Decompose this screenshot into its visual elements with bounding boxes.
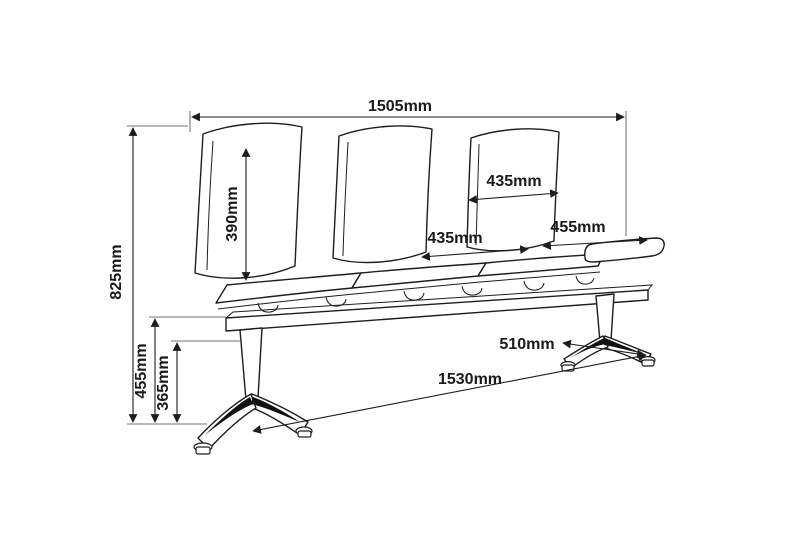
left-leg — [193, 327, 313, 455]
dim-line-base-length — [252, 352, 647, 434]
backrest-1 — [194, 122, 303, 279]
hook-6 — [575, 275, 595, 285]
hook-4 — [461, 285, 483, 296]
seat-2 — [351, 262, 487, 295]
dim-label-seat-width: 435mm — [427, 230, 482, 247]
right-leg-stem — [595, 293, 615, 343]
seat-1-lip — [217, 293, 355, 310]
seat-mounting-hooks — [257, 275, 595, 313]
dim-line-table-width — [542, 236, 648, 250]
dim-label-seat-height: 455mm — [133, 343, 150, 398]
left-leg-pad-right-base — [297, 430, 312, 438]
hook-2 — [325, 296, 347, 307]
left-leg-pad-left-base — [195, 446, 211, 455]
seat-3-lip — [479, 271, 601, 283]
backrest-1-contour — [206, 140, 214, 271]
left-leg-stem — [239, 327, 263, 401]
backrest-1-panel — [194, 122, 303, 279]
dim-label-overall-height: 825mm — [108, 244, 125, 299]
beam-front-face — [225, 289, 649, 332]
dim-line-seat-width — [421, 245, 529, 261]
seat-2-lip — [353, 281, 481, 295]
dim-label-base-length: 1530mm — [438, 371, 502, 388]
dim-label-underbeam-height: 365mm — [155, 355, 172, 410]
dimensions: 1505mm 825mm 455mm 365mm 390mm 435mm 435… — [108, 98, 648, 434]
hook-1 — [257, 302, 279, 313]
beam — [225, 284, 654, 332]
extension-lines — [127, 111, 627, 425]
dim-label-table-width: 455mm — [550, 219, 605, 236]
bench-drawing — [193, 122, 665, 455]
dim-line-backrest-width — [468, 189, 559, 204]
backrest-2 — [332, 125, 433, 264]
right-leg-pad-right-base — [641, 359, 655, 367]
beam-top-edge — [225, 284, 654, 319]
dim-label-leg-depth: 510mm — [499, 336, 554, 353]
dim-label-backrest-height: 390mm — [224, 186, 241, 241]
left-leg-accent-left — [205, 397, 253, 435]
hook-5 — [523, 280, 545, 291]
dim-label-overall-width: 1505mm — [368, 98, 432, 115]
dim-label-backrest-width: 435mm — [486, 173, 541, 190]
backrest-2-contour — [342, 141, 349, 257]
hook-3 — [403, 290, 425, 301]
seat-2-pan — [351, 262, 487, 289]
